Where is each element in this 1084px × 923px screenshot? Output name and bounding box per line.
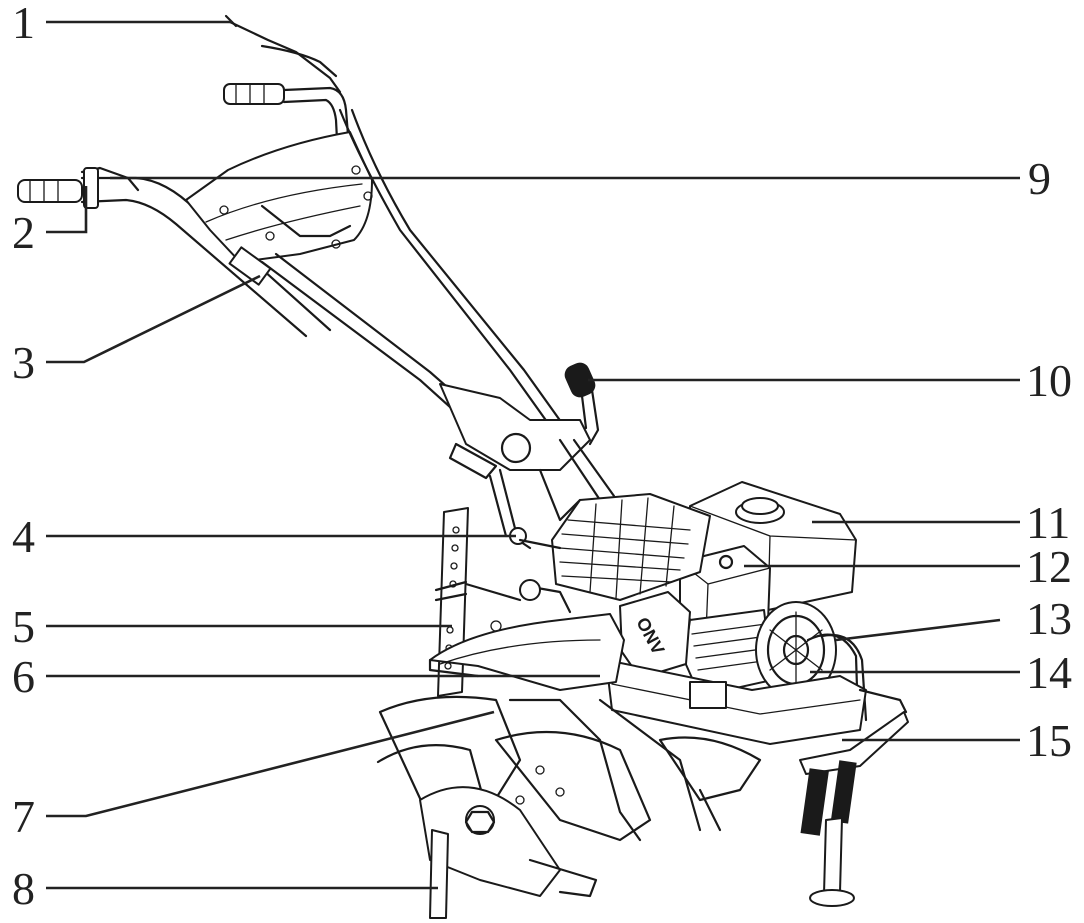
callout-5: 5 [12,601,35,652]
leader-line-7 [46,710,495,818]
callout-numbers: 1 2 3 4 5 6 7 8 9 10 11 12 13 14 15 [12,0,1072,914]
leader-line-3 [46,274,261,364]
callout-14: 14 [1026,647,1072,698]
callout-12: 12 [1026,541,1072,592]
leader-lines [46,20,1020,890]
callout-6: 6 [12,651,35,702]
handlebar [17,14,591,550]
callout-13: 13 [1026,593,1072,644]
leader-line-13 [835,618,1001,642]
callout-15: 15 [1026,715,1072,766]
callout-11: 11 [1026,497,1070,548]
callout-10: 10 [1026,355,1072,406]
engine: ONV [551,481,868,745]
tiller-drawing: ONV [17,14,909,919]
callout-2: 2 [12,207,35,258]
callout-8: 8 [12,863,35,914]
callout-1: 1 [12,0,35,48]
fender [428,613,625,691]
gear-shift-knob [564,362,600,446]
callout-3: 3 [12,337,35,388]
leader-line-2 [46,186,88,234]
callout-7: 7 [12,791,35,842]
callout-9: 9 [1028,153,1051,204]
tines [376,695,762,919]
front-stand [799,688,909,907]
callout-4: 4 [12,511,35,562]
